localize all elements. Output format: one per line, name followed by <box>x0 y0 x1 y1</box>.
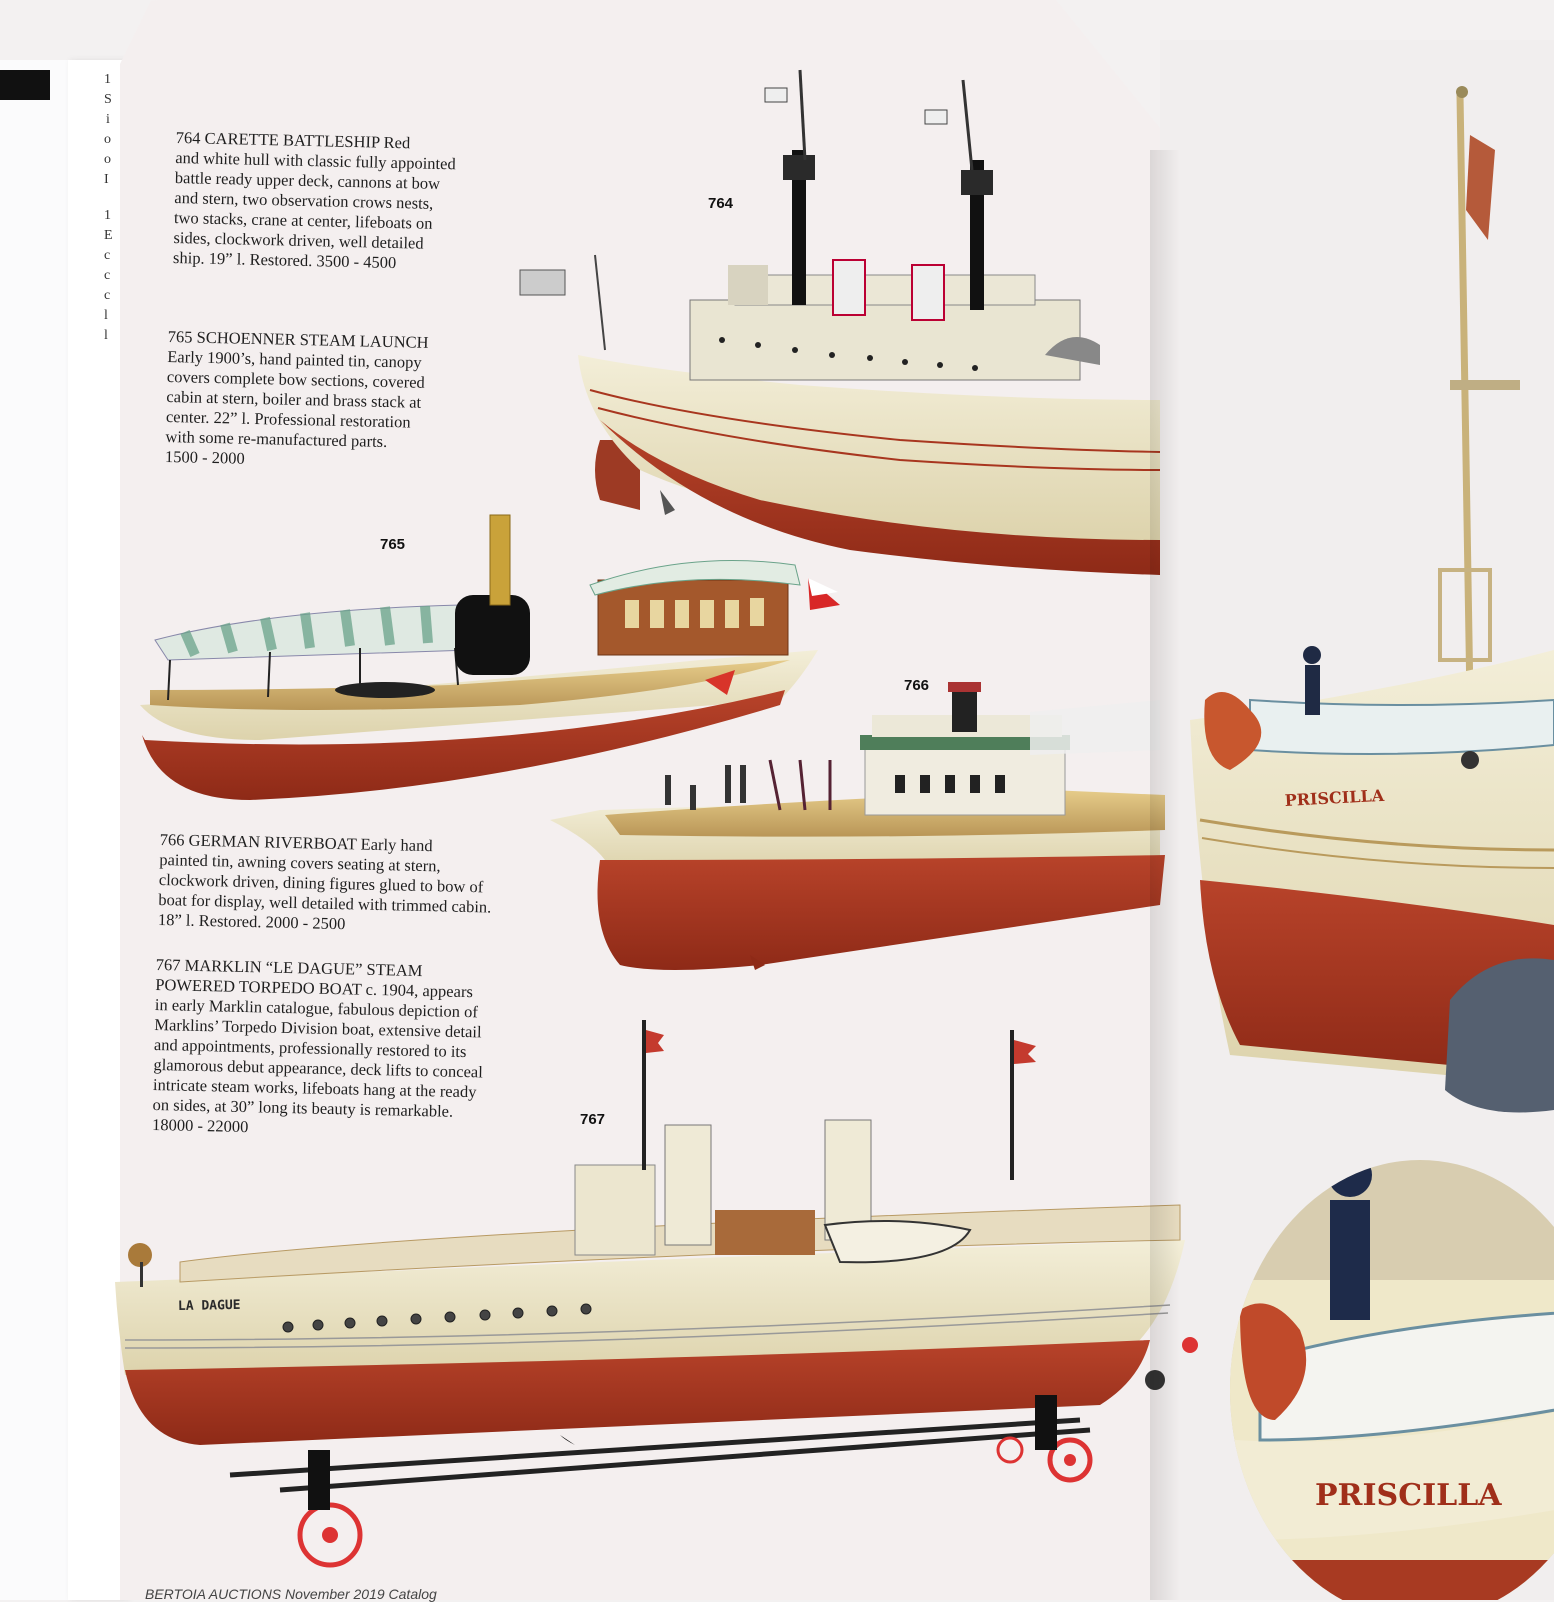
strip-char: o <box>104 152 111 167</box>
priscilla-detail-inset: PRISCILLA <box>1230 1160 1554 1600</box>
strip-char: i <box>106 112 110 127</box>
display-cradle <box>229 1337 1198 1568</box>
lot-767-description: 767 MARKLIN “LE DAGUE” STEAM POWERED TOR… <box>151 955 484 1137</box>
strip-char: 1 <box>104 208 111 223</box>
priscilla-ship-image: PRISCILLA <box>1190 86 1554 1113</box>
left-dark-bar <box>0 70 50 100</box>
strip-char: I <box>104 172 109 187</box>
strip-char: S <box>104 92 112 107</box>
strip-char: E <box>104 228 113 243</box>
lot-765-description: 765 SCHOENNER STEAM LAUNCH Early 1900’s,… <box>164 327 429 468</box>
strip-char: l <box>104 328 108 343</box>
torpedo-boat-767-image <box>115 1020 1198 1568</box>
battleship-764-image <box>519 69 1161 1445</box>
lot-766-description: 766 GERMAN RIVERBOAT Early hand painted … <box>157 830 492 934</box>
book-gutter-shadow <box>1150 150 1180 1600</box>
riverboat-766-image <box>550 682 1165 970</box>
strip-char: o <box>104 132 111 147</box>
photo-label-767: 767 <box>580 1111 606 1128</box>
previous-page-strip: 1 S i o o I 1 E c c c l l <box>68 60 128 1600</box>
page-footer: BERTOIA AUCTIONS November 2019 Catalog <box>145 1586 437 1602</box>
la-dague-hull-name: LA DAGUE <box>178 1298 241 1314</box>
lot-764-description: 764 CARETTE BATTLESHIP Red and white hul… <box>172 128 456 273</box>
steam-launch-765-image <box>140 514 840 800</box>
strip-char: c <box>104 268 111 283</box>
strip-char: l <box>104 308 108 323</box>
strip-char: 1 <box>104 72 111 87</box>
photo-label-766: 766 <box>904 677 930 694</box>
priscilla-hull-name-bottom: PRISCILLA <box>1315 1478 1502 1513</box>
photo-label-765: 765 <box>380 536 406 553</box>
photo-label-764: 764 <box>708 195 734 212</box>
strip-char: c <box>104 248 111 263</box>
strip-char: c <box>104 288 111 303</box>
